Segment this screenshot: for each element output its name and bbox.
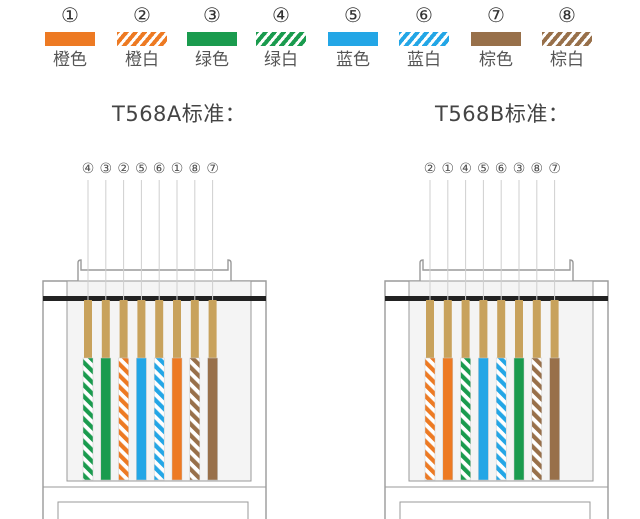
legend-number: ① (61, 3, 79, 27)
pin-contact (173, 300, 181, 358)
pin-contact (479, 300, 488, 358)
wire-蓝白 (495, 357, 507, 481)
legend-label: 棕色 (479, 50, 513, 70)
pin-label: ① (442, 161, 455, 177)
t568a-title: T568A标准： (112, 102, 247, 126)
legend-swatch (187, 32, 237, 46)
legend-number: ⑤ (344, 3, 362, 27)
legend-swatch (328, 32, 378, 46)
legend-item-7: ⑦ 棕色 (460, 3, 532, 71)
legend-item-8: ⑧ 棕白 (531, 3, 603, 71)
wire-橙白 (118, 357, 129, 481)
pin-label: ③ (100, 161, 113, 177)
legend-item-2: ② 橙白 (106, 3, 178, 71)
pin-label: ⑧ (189, 161, 202, 177)
legend-item-5: ⑤ 蓝色 (317, 3, 389, 71)
pin-label: ④ (459, 161, 472, 177)
wire-绿色 (100, 357, 112, 481)
pin-contact (137, 300, 146, 358)
legend-swatch (256, 32, 306, 46)
legend-swatch (471, 32, 521, 46)
plug-boot (57, 501, 249, 519)
legend-number: ⑧ (558, 3, 576, 27)
pin-contact (208, 300, 217, 358)
pin-label: ③ (513, 161, 526, 177)
pin-contact (155, 300, 164, 358)
plug-outline (42, 259, 267, 519)
pin-label: ② (424, 161, 437, 177)
plug-outline (384, 259, 609, 519)
pin-label: ⑥ (153, 161, 166, 177)
wire-橙色 (171, 357, 183, 481)
plug-boot (399, 501, 591, 519)
pin-label: ① (171, 161, 184, 177)
legend-number: ⑥ (415, 3, 433, 27)
plug-latch-bar (43, 296, 266, 301)
pin-label: ② (117, 161, 130, 177)
legend-item-4: ④ 绿白 (245, 3, 317, 71)
legend-item-6: ⑥ 蓝白 (388, 3, 460, 71)
pin-contact (515, 300, 523, 358)
legend-number: ④ (272, 3, 290, 27)
color-legend: ① 橙色 ② 橙白 ③ 绿色 ④ 绿白 ⑤ 蓝色 ⑥ 蓝白 ⑦ 棕色 ⑧ 棕白 (0, 0, 640, 90)
wire-棕色 (207, 357, 218, 481)
pin-contact (426, 300, 434, 358)
legend-swatch (542, 32, 592, 46)
t568b-title: T568B标准： (435, 102, 570, 126)
legend-label: 棕白 (550, 50, 584, 70)
pin-contact (443, 300, 452, 358)
legend-label: 橙白 (125, 50, 159, 70)
pin-contact (532, 300, 541, 358)
wire-蓝色 (478, 357, 489, 481)
wire-棕色 (549, 357, 560, 481)
legend-label: 蓝白 (407, 50, 441, 70)
pin-contact (119, 300, 128, 358)
pin-contact (101, 300, 110, 358)
pin-label: ④ (82, 161, 95, 177)
plug-latch-bar (385, 296, 608, 301)
legend-swatch (117, 32, 167, 46)
legend-label: 蓝色 (336, 50, 370, 70)
wire-蓝色 (136, 357, 147, 481)
wire-蓝白 (153, 357, 165, 481)
wire-绿白 (82, 357, 94, 481)
pin-label: ⑧ (531, 161, 544, 177)
legend-item-3: ③ 绿色 (176, 3, 248, 71)
pin-contact (84, 300, 92, 358)
wire-棕白 (189, 357, 201, 481)
legend-label: 绿白 (264, 50, 298, 70)
pin-label: ⑦ (548, 161, 561, 177)
legend-number: ③ (203, 3, 221, 27)
wire-橙白 (424, 357, 436, 481)
wire-绿色 (513, 357, 525, 481)
pin-contact (497, 300, 506, 358)
pin-label: ⑦ (206, 161, 219, 177)
wire-棕白 (531, 357, 543, 481)
wire-橙色 (442, 357, 454, 481)
pin-label: ⑤ (477, 161, 490, 177)
pin-label: ⑤ (135, 161, 148, 177)
legend-number: ② (133, 3, 151, 27)
legend-swatch (399, 32, 449, 46)
legend-label: 橙色 (53, 50, 87, 70)
legend-label: 绿色 (195, 50, 229, 70)
legend-swatch (45, 32, 95, 46)
pin-contact (550, 300, 559, 358)
legend-item-1: ① 橙色 (34, 3, 106, 71)
wire-绿白 (460, 357, 471, 481)
pin-contact (461, 300, 470, 358)
pin-contact (190, 300, 199, 358)
pin-label: ⑥ (495, 161, 508, 177)
legend-number: ⑦ (487, 3, 505, 27)
